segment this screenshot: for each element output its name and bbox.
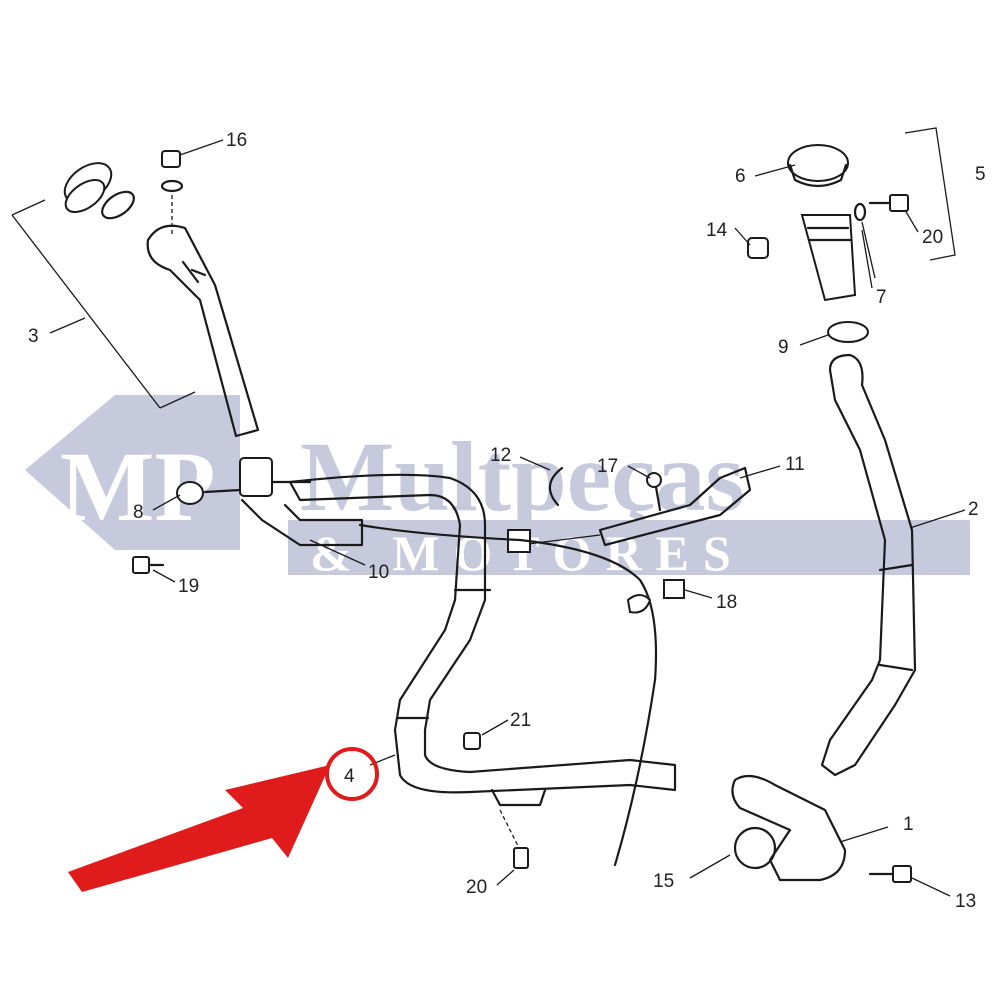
- group-brackets: [11, 127, 956, 409]
- callout-16: 16: [226, 130, 247, 151]
- part-9-clamp: [827, 321, 869, 343]
- part-6-cap: [787, 144, 849, 188]
- part-10-bracket: [240, 498, 364, 547]
- part-7-ring: [853, 202, 876, 279]
- callout-labels: 1 2 3 4 5 6 7 8 9 10 11 12 13 14 15 16 1…: [28, 130, 986, 912]
- callout-17: 17: [597, 456, 618, 477]
- red-arrow-icon: [68, 765, 330, 892]
- highlight: [68, 747, 379, 892]
- callout-20-lower: 20: [466, 877, 487, 898]
- part-12-clip: [548, 466, 564, 507]
- part-8-grommet: [176, 457, 312, 505]
- callout-12: 12: [490, 445, 511, 466]
- part-5-filler-neck: [800, 214, 857, 302]
- watermark-logo: [25, 395, 240, 550]
- callout-5: 5: [975, 164, 986, 185]
- highlight-circle: [325, 747, 379, 801]
- callout-10: 10: [368, 562, 389, 583]
- part-2-right-hose: [820, 353, 917, 777]
- callout-7: 7: [876, 287, 887, 308]
- callout-4: 4: [344, 766, 355, 787]
- callout-6: 6: [735, 166, 746, 187]
- vent-line: [358, 523, 658, 867]
- callout-9: 9: [778, 337, 789, 358]
- part-17-screw: [646, 472, 662, 512]
- part-20-lower-bolt: [499, 809, 529, 869]
- part-18-clip: [626, 579, 685, 614]
- part-13-bolt: [868, 865, 912, 883]
- callout-19: 19: [178, 576, 199, 597]
- part-4-main-hose: [288, 473, 677, 807]
- part-14-grommet: [747, 237, 769, 259]
- part-3-filler-pipe: [63, 162, 260, 438]
- watermark: MP Multpeças & MOTORES: [25, 395, 970, 581]
- callout-3: 3: [28, 326, 39, 347]
- watermark-line1: Multpeças: [300, 421, 744, 532]
- part-1-inlet-fitting: [731, 774, 847, 882]
- callout-14: 14: [706, 220, 728, 241]
- callout-15: 15: [653, 871, 674, 892]
- part-20-upper-bolt: [868, 194, 909, 212]
- part-15-clamp: [733, 826, 777, 870]
- callout-21: 21: [510, 710, 531, 731]
- watermark-band: [288, 520, 970, 575]
- part-19-bolt: [132, 556, 165, 574]
- part-16-nut: [160, 150, 184, 235]
- callout-18: 18: [716, 592, 737, 613]
- leader-lines: [49, 139, 966, 897]
- part-21-nut: [463, 732, 481, 750]
- callout-1: 1: [903, 814, 914, 835]
- callout-11: 11: [785, 454, 805, 475]
- callout-8: 8: [133, 502, 144, 523]
- callout-13: 13: [955, 891, 976, 912]
- callout-2: 2: [968, 499, 979, 520]
- callout-20-upper: 20: [922, 227, 943, 248]
